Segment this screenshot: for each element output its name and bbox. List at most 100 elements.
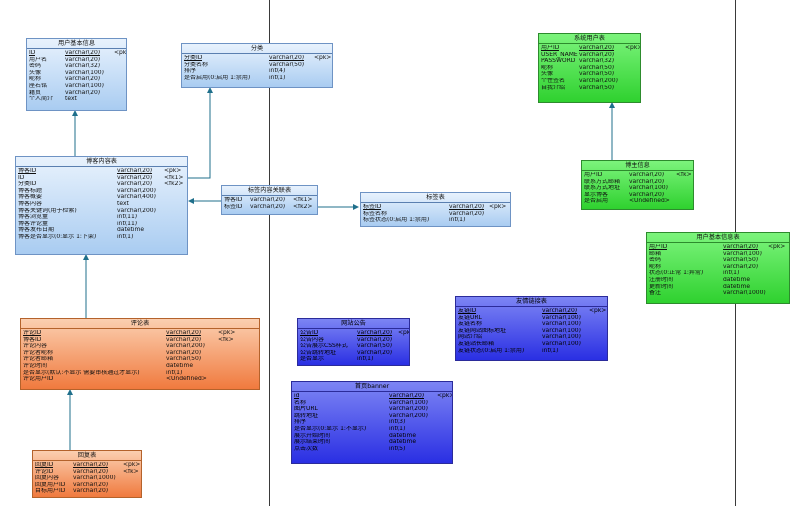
attribute-name: 分类ID	[18, 181, 37, 188]
attribute-type: int(11)	[117, 220, 138, 227]
attribute-name: 博客ID	[18, 168, 37, 174]
attribute-name: 友链站长邮箱	[458, 340, 495, 347]
attribute-type: varchar(20)	[449, 204, 485, 210]
attribute-name: 评论时间	[23, 362, 48, 369]
attribute-type: varchar(20)	[166, 336, 202, 343]
attribute-type: varchar(200)	[117, 207, 156, 214]
attribute-name: 密码	[29, 63, 42, 70]
attribute-name: 点击次数	[294, 445, 319, 452]
attribute-type: int(1)	[357, 356, 374, 363]
attribute-name: 是否启用	[584, 198, 609, 205]
attribute-type: varchar(20)	[117, 168, 153, 174]
entity-title: 网站公告	[298, 319, 409, 329]
entity-title: 标签内容关联表	[222, 186, 317, 196]
entity-title: 首页banner	[292, 382, 452, 392]
attribute-type: varchar(1000)	[73, 475, 116, 482]
attribute-type: varchar(20)	[357, 349, 393, 356]
attribute-type: varchar(20)	[117, 174, 153, 181]
attribute-type: varchar(100)	[629, 185, 668, 192]
attribute-name: 用户名	[29, 56, 48, 63]
attribute-type: varchar(100)	[723, 250, 762, 257]
attribute-key: <fk2>	[164, 181, 184, 188]
attribute-type: varchar(20)	[449, 210, 485, 217]
attribute-type: varchar(20)	[357, 336, 393, 343]
attribute-key: <fk>	[676, 172, 692, 178]
attribute-type: varchar(200)	[117, 187, 156, 194]
attribute-name: 邮箱	[649, 250, 662, 257]
attribute-type: varchar(50)	[579, 64, 615, 71]
attribute-row: 是否启用(0:启用 1:禁用)int(1)	[184, 75, 330, 82]
attribute-name: 备注	[649, 290, 662, 297]
attribute-type: varchar(20)	[65, 56, 101, 63]
attribute-type: varchar(50)	[166, 356, 202, 363]
attribute-type: varchar(200)	[579, 77, 618, 84]
attribute-name: 博客内容	[18, 200, 43, 207]
entity-notice[interactable]: 网站公告 公告IDvarchar(20)<pk>公告内容varchar(20)公…	[297, 318, 410, 366]
attribute-type: int(1)	[117, 233, 134, 240]
attribute-type: varchar(20)	[250, 203, 286, 210]
attribute-name: 排序	[294, 419, 307, 426]
attribute-key: <pk>	[314, 55, 332, 61]
attribute-type: varchar(20)	[73, 481, 109, 488]
attribute-type: varchar(20)	[65, 76, 101, 83]
attribute-name: 注册时间	[649, 276, 674, 283]
attribute-name: 座右铭	[29, 82, 48, 89]
attribute-name: 网站介绍	[458, 334, 483, 341]
attribute-key: <pk>	[114, 50, 127, 56]
attribute-name: 标签ID	[224, 203, 243, 210]
attribute-type: varchar(200)	[166, 343, 205, 350]
attribute-name: 名称	[294, 399, 307, 406]
entity-user-basic[interactable]: 用户基本信息 IDvarchar(20)<pk>用户名varchar(20)密码…	[26, 38, 127, 111]
attribute-name: 博客ID	[23, 336, 42, 343]
entity-title: 友情链接表	[456, 297, 607, 307]
attribute-type: varchar(100)	[542, 334, 581, 341]
attribute-name: 评论用户ID	[23, 376, 54, 383]
attribute-name: 博客是否显示(0:显示 1:下架)	[18, 233, 97, 240]
entity-title: 标签表	[361, 193, 510, 203]
attribute-name: 评论内容	[23, 343, 48, 350]
attribute-type: varchar(200)	[389, 406, 428, 413]
attribute-type: varchar(20)	[723, 263, 759, 270]
entity-title: 系统用户表	[539, 34, 640, 44]
attribute-key: <fk1>	[164, 174, 184, 181]
attribute-type: varchar(20)	[579, 45, 615, 51]
